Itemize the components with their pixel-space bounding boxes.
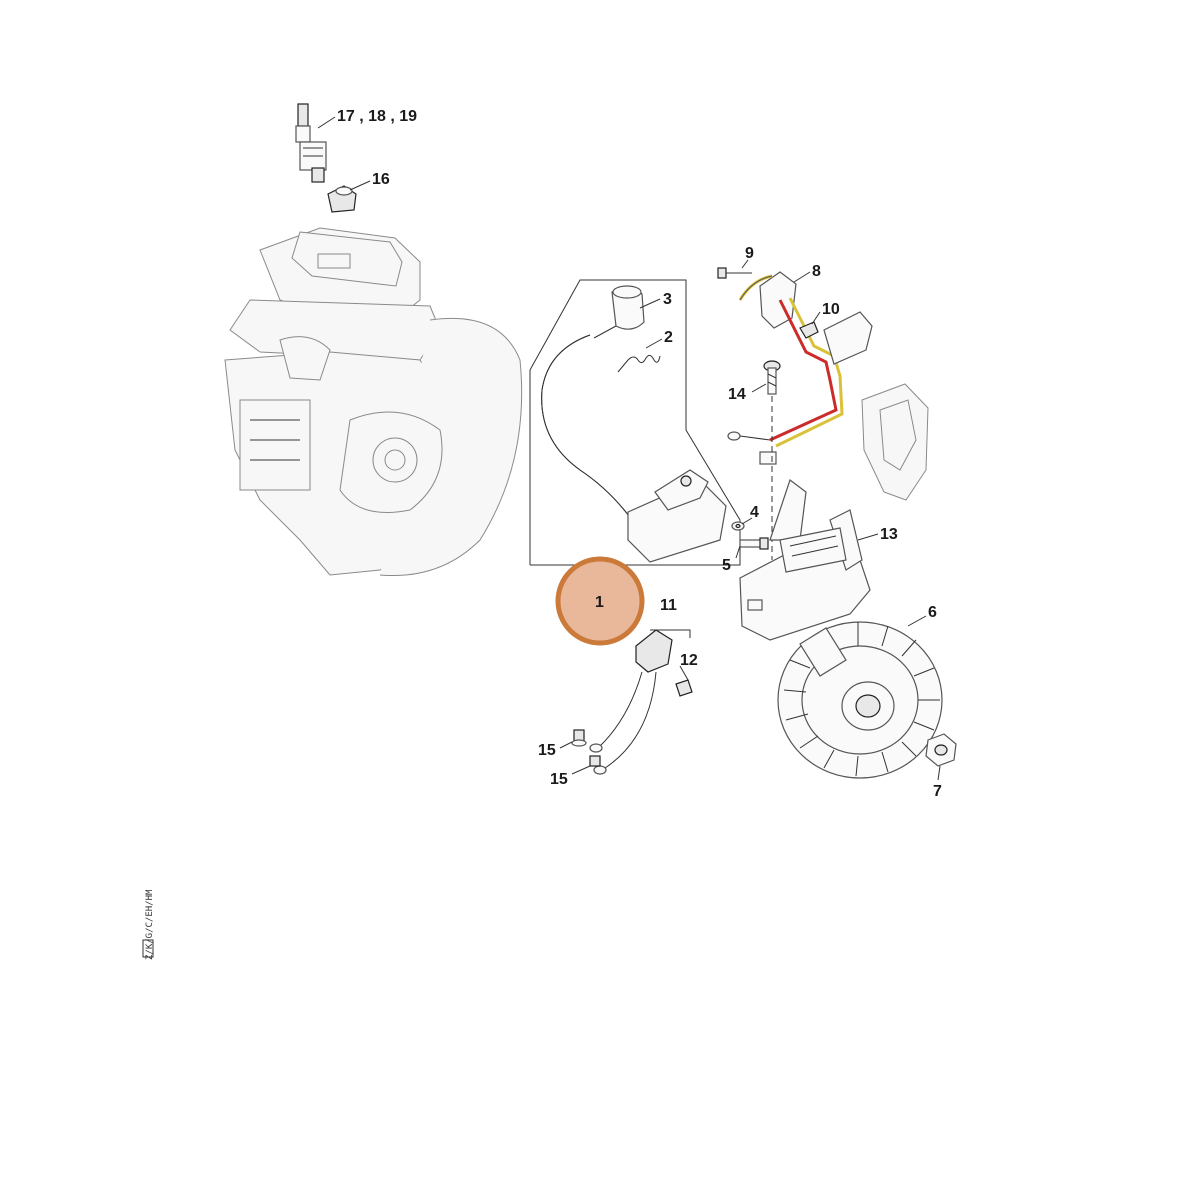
nut-7[interactable] bbox=[925, 733, 957, 767]
ignition-boot[interactable] bbox=[593, 285, 645, 339]
screw-15b[interactable] bbox=[589, 755, 601, 767]
side-code-text: Z/K/G/C/EH/HM bbox=[145, 889, 155, 960]
label-1: 1 bbox=[595, 594, 604, 611]
label-13: 13 bbox=[880, 526, 898, 543]
label-2: 2 bbox=[664, 329, 673, 346]
fan-housing[interactable] bbox=[739, 479, 871, 641]
side-reference-code: Z/K/G/C/EH/HM bbox=[142, 889, 155, 960]
label-16: 16 bbox=[372, 171, 390, 188]
washer-4[interactable] bbox=[731, 521, 745, 531]
label-15a: 15 bbox=[538, 742, 556, 759]
screw-12[interactable] bbox=[675, 679, 693, 697]
label-15b: 15 bbox=[550, 771, 568, 788]
label-17-18-19: 17 , 18 , 19 bbox=[337, 108, 417, 125]
label-10: 10 bbox=[822, 301, 840, 318]
label-4: 4 bbox=[750, 504, 759, 521]
screw-5[interactable] bbox=[739, 537, 769, 550]
highlight-circle bbox=[555, 556, 645, 646]
stop-switch-wiring[interactable] bbox=[727, 271, 873, 465]
flywheel[interactable] bbox=[777, 621, 943, 779]
label-9: 9 bbox=[745, 245, 754, 262]
label-12: 12 bbox=[680, 652, 698, 669]
side-cover bbox=[861, 383, 929, 501]
label-6: 6 bbox=[928, 604, 937, 621]
label-3: 3 bbox=[663, 291, 672, 308]
highlight-part-1[interactable]: 1 bbox=[555, 556, 645, 646]
ignition-module-group bbox=[529, 279, 741, 566]
short-circuit-wire[interactable] bbox=[589, 629, 673, 775]
screw-14[interactable] bbox=[763, 360, 781, 395]
label-8: 8 bbox=[812, 263, 821, 280]
screw-9[interactable] bbox=[717, 267, 752, 279]
ignition-module[interactable] bbox=[541, 334, 727, 563]
screw-15a[interactable] bbox=[571, 729, 587, 747]
label-11: 11 bbox=[660, 597, 677, 614]
screw-10[interactable] bbox=[799, 321, 819, 339]
label-7: 7 bbox=[933, 783, 942, 800]
engine-crankcase bbox=[224, 227, 523, 577]
spring[interactable] bbox=[617, 354, 661, 373]
spark-plug[interactable] bbox=[295, 103, 327, 183]
label-5: 5 bbox=[722, 557, 731, 574]
plug-cap[interactable] bbox=[327, 185, 357, 213]
label-14: 14 bbox=[728, 386, 746, 403]
